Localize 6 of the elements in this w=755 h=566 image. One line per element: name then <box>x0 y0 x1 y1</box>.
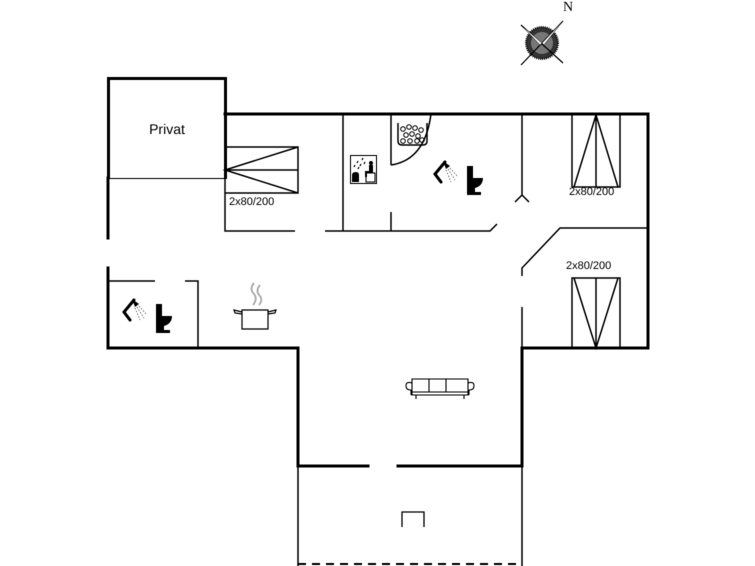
bed-size-label: 2x80/200 <box>229 197 274 208</box>
room-label: Privat <box>149 120 185 138</box>
room <box>107 77 227 179</box>
bed-size-label: 2x80/200 <box>566 261 612 272</box>
north-label: N <box>563 1 574 15</box>
bed-size-label: 2x80/200 <box>569 187 614 198</box>
